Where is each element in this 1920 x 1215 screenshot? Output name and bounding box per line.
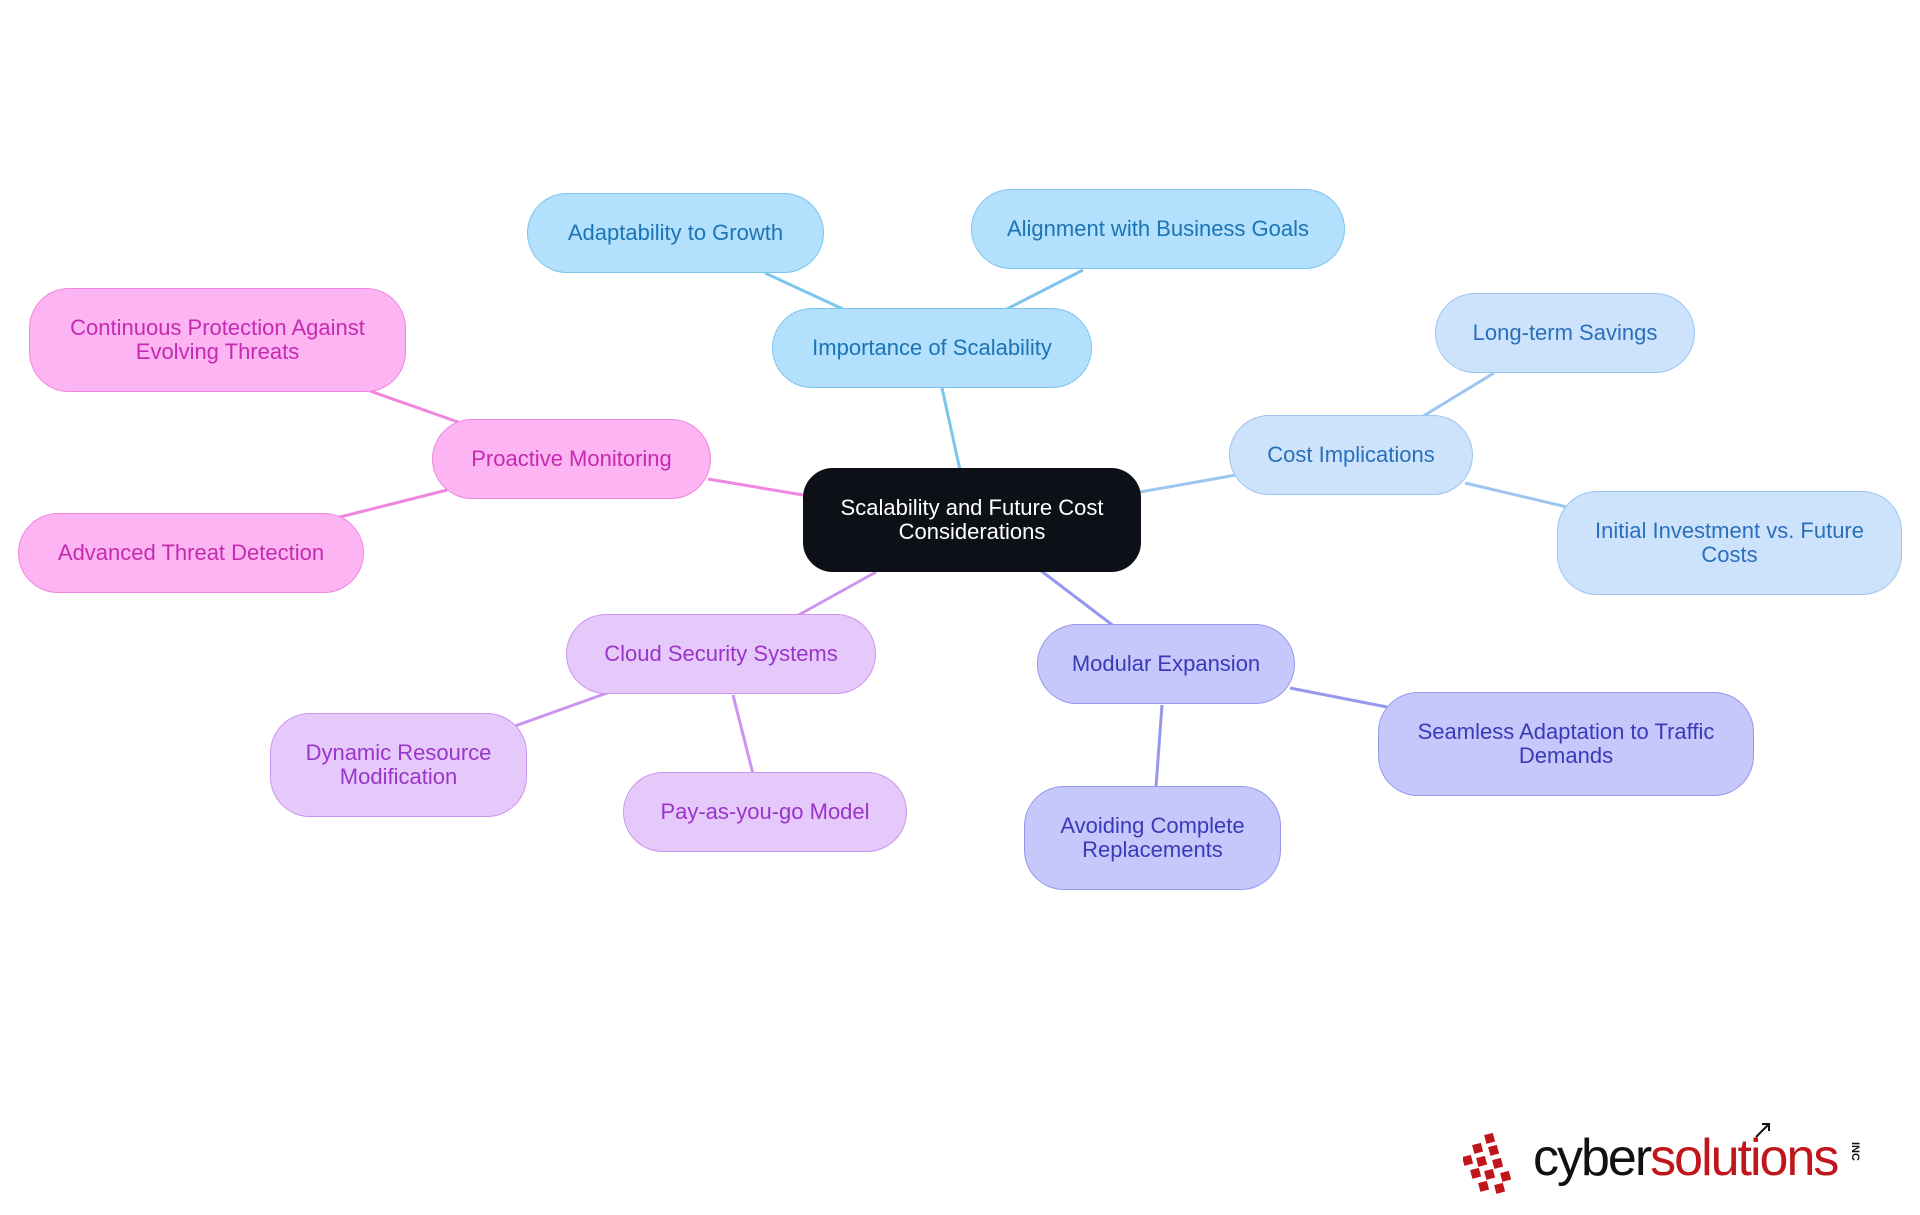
logo-wordmark: cybersolutions [1533,1128,1839,1188]
branch-cloud-security-systems: Cloud Security Systems [566,614,876,694]
root-node: Scalability and Future Cost Consideratio… [803,468,1141,572]
leaf-initial-investment-vs-future-costs: Initial Investment vs. Future Costs [1557,491,1902,595]
branch-importance-of-scalability: Importance of Scalability [772,308,1092,388]
edge-importance-alignment [1004,268,1084,312]
logo-inc-suffix: INC [1849,1142,1861,1161]
edge-modular-seamless [1289,686,1388,709]
leaf-pay-as-you-go-model: Pay-as-you-go Model [623,772,907,852]
leaf-avoiding-complete-replacements: Avoiding Complete Replacements [1024,786,1281,890]
leaf-seamless-adaptation-to-traffic-demands: Seamless Adaptation to Traffic Demands [1378,692,1754,796]
leaf-advanced-threat-detection: Advanced Threat Detection [18,513,364,593]
edge-cloud-dynamic [514,691,608,728]
edge-proactive-continuous [369,389,459,424]
edge-root-proactive [707,477,804,497]
logo-arrow-icon [1755,1123,1770,1138]
edge-root-modular [1039,568,1116,629]
logo-word-solutions: solutions [1650,1129,1839,1187]
branch-proactive-monitoring: Proactive Monitoring [432,419,711,499]
leaf-alignment-with-business-goals: Alignment with Business Goals [971,189,1345,269]
edge-modular-avoiding [1154,704,1164,788]
logo-word-cyber: cyber [1533,1129,1652,1187]
edge-cost-longterm [1419,371,1495,420]
edge-proactive-advanced [335,488,448,520]
edge-root-cloud [794,570,877,619]
cybersolutions-logo: cybersolutions INC [1463,1120,1863,1200]
branch-modular-expansion: Modular Expansion [1037,624,1295,704]
leaf-dynamic-resource-modification: Dynamic Resource Modification [270,713,527,817]
edge-root-cost [1139,473,1237,494]
edge-cloud-payg [731,694,755,775]
edge-importance-adaptability [764,271,846,312]
leaf-continuous-protection-against-evolving-threats: Continuous Protection Against Evolving T… [29,288,406,392]
branch-cost-implications: Cost Implications [1229,415,1473,495]
leaf-adaptability-to-growth: Adaptability to Growth [527,193,824,273]
edge-cost-initial [1464,481,1568,509]
logo-mark-icon [1463,1132,1512,1194]
edge-root-importance [940,387,962,471]
leaf-long-term-savings: Long-term Savings [1435,293,1695,373]
